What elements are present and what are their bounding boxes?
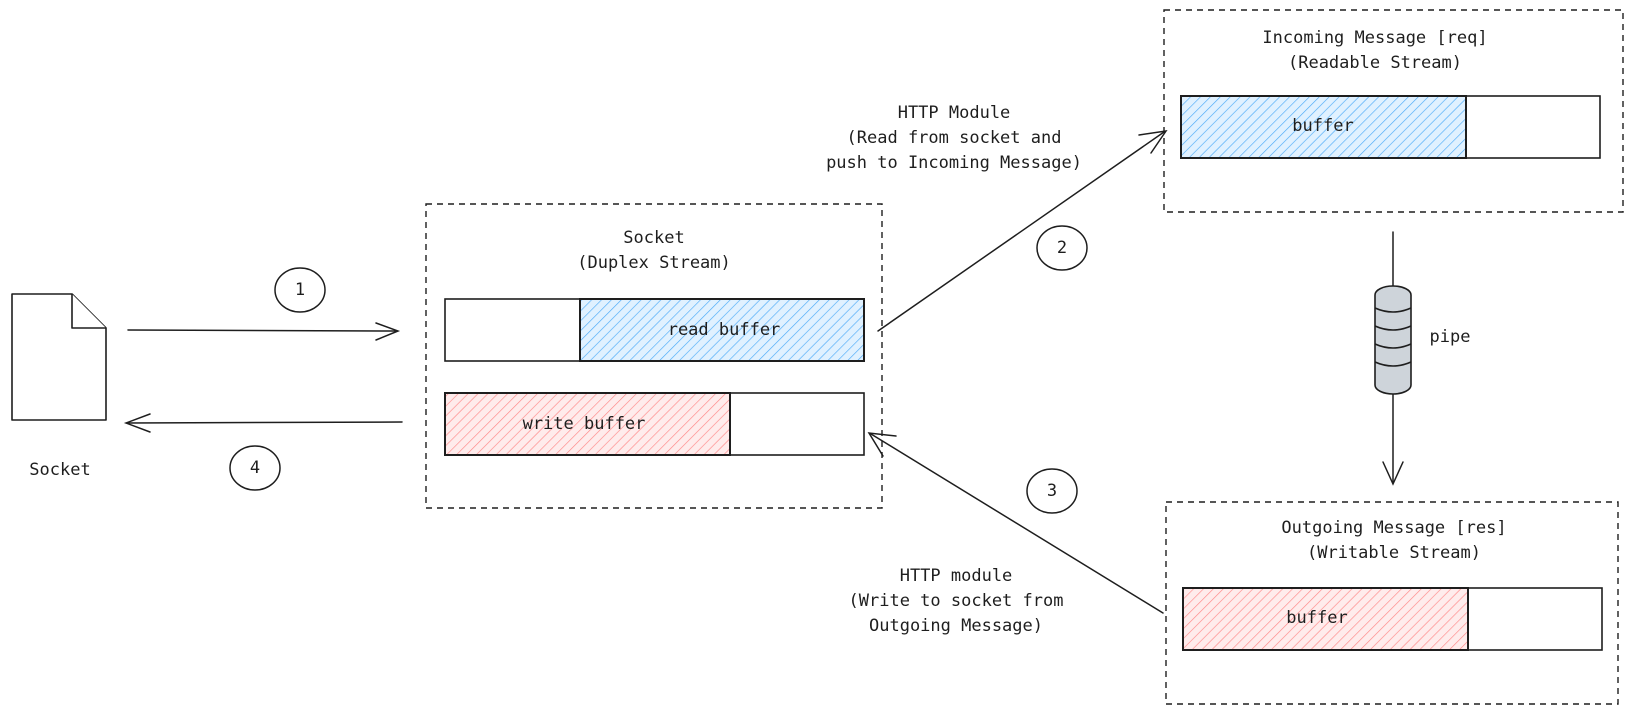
outgoing-box: [1165, 501, 1619, 705]
pipe-label-text: pipe: [1429, 327, 1471, 347]
incoming-title: Incoming Message [req] (Readable Stream): [1262, 26, 1487, 76]
incoming-title-text: Incoming Message [req]: [1262, 28, 1488, 48]
arrow-socket-to-incoming: [877, 130, 1168, 332]
incoming-buffer-label: buffer: [1292, 114, 1353, 139]
step-circle-2: [1036, 225, 1088, 271]
socket-box: [425, 203, 883, 509]
incoming-subtitle-text: (Readable Stream): [1287, 53, 1462, 73]
http-read-line1: HTTP Module: [897, 103, 1011, 123]
client-label-text: Socket: [29, 460, 91, 480]
pipe-icon: [1374, 285, 1412, 395]
outgoing-subtitle-text: (Writable Stream): [1306, 543, 1481, 563]
client-label: Socket: [29, 458, 90, 483]
outgoing-buffer-bar: [1182, 587, 1603, 651]
http-read-line3: push to Incoming Message): [826, 153, 1082, 173]
http-write-line1: HTTP module: [899, 566, 1013, 586]
http-read-line2: (Read from socket and: [846, 128, 1062, 148]
outgoing-title: Outgoing Message [res] (Writable Stream): [1281, 516, 1506, 566]
socket-subtitle-text: (Duplex Stream): [577, 253, 731, 273]
incoming-buffer-bar: [1180, 95, 1601, 159]
http-write-line3: Outgoing Message): [869, 616, 1043, 636]
pipe-connector: [1382, 231, 1404, 486]
socket-title-text: Socket: [623, 228, 685, 248]
step-circle-3: [1026, 468, 1078, 514]
arrow-client-to-socket: [127, 322, 401, 341]
http-read-caption: HTTP Module (Read from socket and push t…: [826, 101, 1082, 176]
incoming-box: [1163, 9, 1624, 213]
outgoing-buffer-text: buffer: [1286, 608, 1348, 628]
step-circle-1: [274, 267, 326, 313]
write-buffer-label: write buffer: [523, 412, 646, 437]
arrow-socket-to-client: [123, 413, 403, 433]
write-buffer-bar: [444, 392, 865, 456]
read-buffer-bar: [444, 298, 865, 362]
http-write-line2: (Write to socket from: [848, 591, 1064, 611]
http-write-caption: HTTP module (Write to socket from Outgoi…: [849, 564, 1064, 639]
step-2-label: 2: [1056, 238, 1068, 258]
pipe-label: pipe: [1430, 325, 1471, 350]
read-buffer-text: read buffer: [667, 320, 781, 340]
step-circle-4: [229, 445, 281, 491]
incoming-buffer-text: buffer: [1292, 116, 1354, 136]
step-3-label: 3: [1046, 481, 1058, 501]
socket-title: Socket (Duplex Stream): [577, 226, 731, 276]
file-icon: [11, 293, 107, 421]
outgoing-buffer-label: buffer: [1286, 606, 1347, 631]
outgoing-title-text: Outgoing Message [res]: [1281, 518, 1507, 538]
step-1-label: 1: [294, 280, 306, 300]
write-buffer-text: write buffer: [522, 414, 646, 434]
step-4-label: 4: [249, 458, 261, 478]
arrow-outgoing-to-socket: [867, 432, 1164, 614]
read-buffer-label: read buffer: [668, 318, 781, 343]
